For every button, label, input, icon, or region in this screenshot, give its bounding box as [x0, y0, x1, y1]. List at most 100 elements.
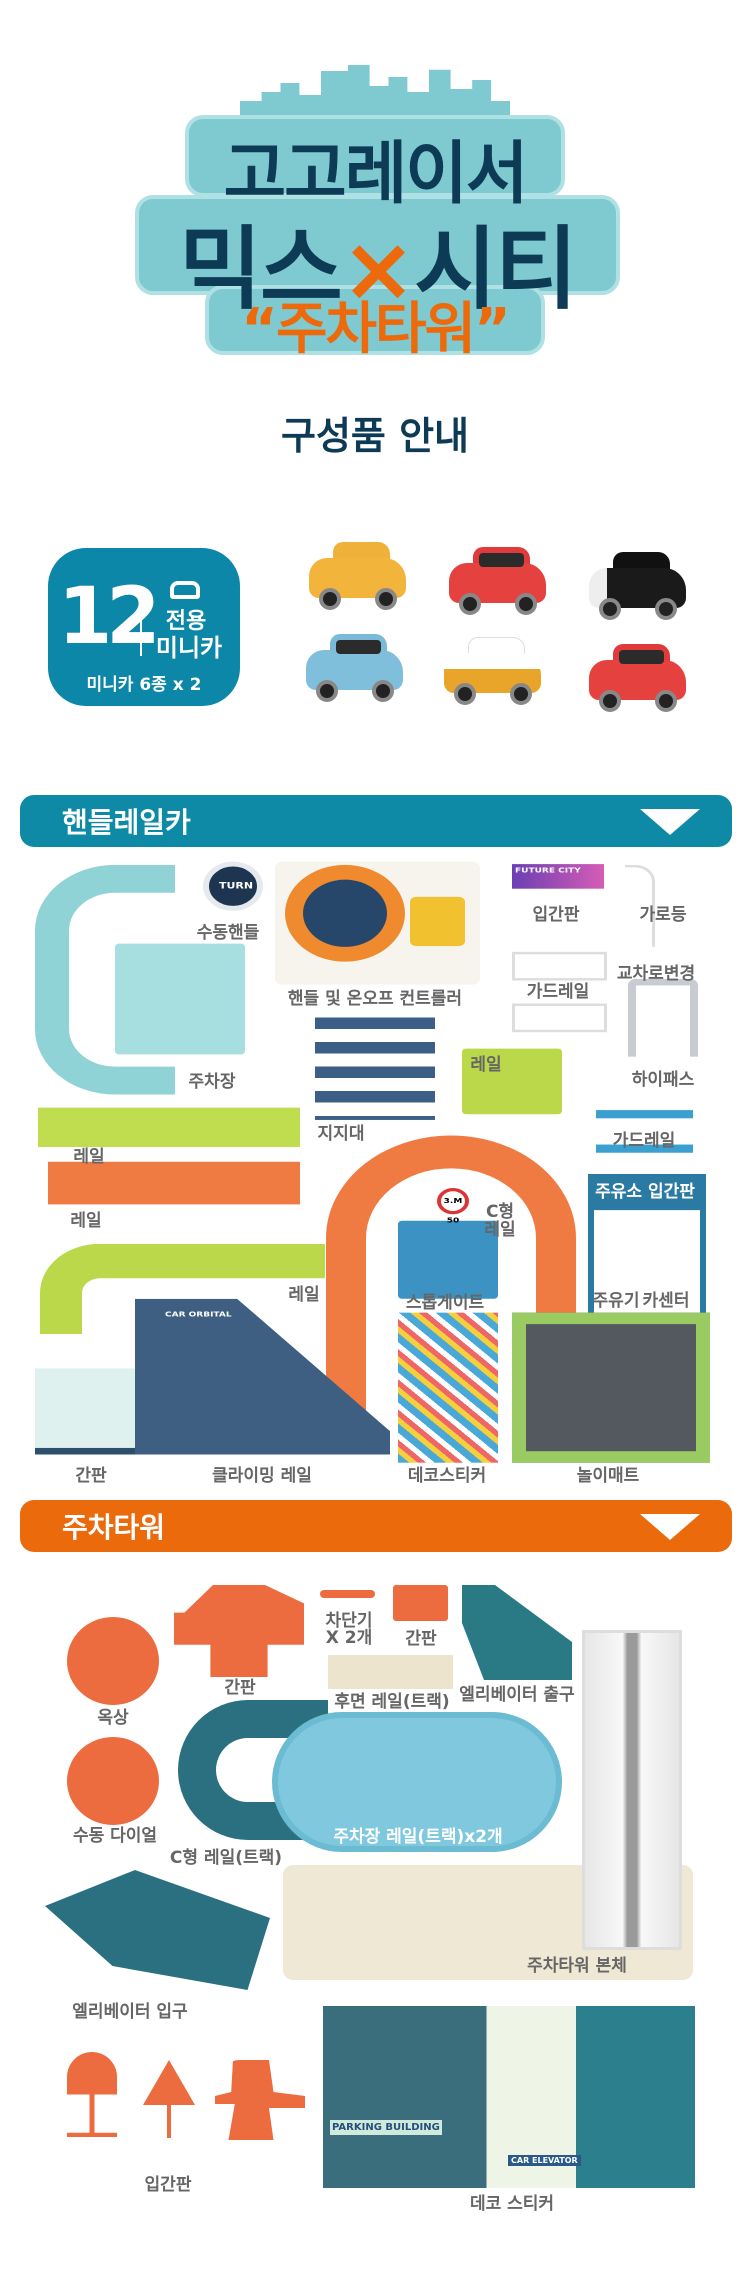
- stand-sign-triangle-art: [143, 2060, 195, 2105]
- deco-sticker-art: [398, 1312, 498, 1463]
- guardrail-white-art: [512, 951, 607, 981]
- label-guardrail-blue: 가드레일: [612, 1131, 676, 1151]
- label-manual-dial: 수동 다이얼: [72, 1826, 158, 1846]
- street-light-art: [625, 864, 655, 947]
- label-elevator-entrance: 엘리베이터 입구: [72, 2002, 188, 2022]
- chevron-down-icon[interactable]: [640, 1514, 700, 1540]
- label-car-center: 카센터: [642, 1291, 690, 1311]
- label-signboard: 간판: [75, 1466, 107, 1486]
- label-climbing-rail: 클라이밍 레일: [212, 1466, 312, 1486]
- label-c-rail-2: 레일: [484, 1220, 516, 1240]
- page-title: 구성품 안내: [280, 414, 470, 458]
- car-elevator-text: CAR ELEVATOR: [508, 2155, 581, 2166]
- stop-gate-art: [398, 1220, 498, 1299]
- manual-dial-art: [67, 1737, 159, 1825]
- label-elevator-exit: 엘리베이터 출구: [459, 1685, 575, 1705]
- parking-lot-deck: [115, 943, 245, 1055]
- support-art: [315, 1017, 435, 1120]
- rail-curve-green-art: [40, 1243, 325, 1334]
- section-header-parking-tower[interactable]: 주차타워: [20, 1500, 732, 1552]
- label-barrier-qty: X 2개: [325, 1628, 373, 1648]
- label-barrier: 차단기: [325, 1611, 373, 1631]
- signboard-art: [35, 1368, 145, 1455]
- section-header-handle-rail-car[interactable]: 핸들레일카: [20, 795, 732, 847]
- steering-wheel: [285, 864, 405, 962]
- badge-title-2: 미니카: [155, 634, 223, 662]
- logo-plate: [205, 285, 545, 355]
- label-controller: 핸들 및 온오프 컨트롤러: [287, 989, 463, 1009]
- label-intersection: 교차로변경: [616, 964, 696, 984]
- badge-divider: [140, 588, 142, 656]
- speed-text: 3.M 50: [443, 1197, 463, 1225]
- parking-rail-track-art: [272, 1712, 562, 1852]
- section1-parts-art: TURN FUTURE CITY 3.M 50 CAR ORBITAL: [0, 155, 750, 1467]
- label-small-sign: 간판: [405, 1629, 437, 1649]
- label-stop-gate: 스톱게이트: [405, 1293, 485, 1313]
- rooftop-art: [67, 1617, 159, 1705]
- label-deco-sticker: 데코스티커: [407, 1466, 487, 1486]
- big-sign-art: [174, 1585, 304, 1677]
- label-stand-sign: 입간판: [532, 905, 580, 925]
- label-c-rail-track: C형 레일(트랙): [169, 1848, 283, 1868]
- label-guardrail-white: 가드레일: [526, 982, 590, 1002]
- label-rail-long-green: 레일: [73, 1147, 105, 1167]
- guardrail-blue-art: [596, 1110, 693, 1153]
- stand-sign-circle-art: [67, 2052, 117, 2137]
- gas-station-sign-text: 주유소 입간판: [595, 1182, 695, 1202]
- section-title: 주차타워: [62, 1511, 166, 1544]
- chevron-down-icon[interactable]: [640, 809, 700, 835]
- barrier-art: [320, 1590, 375, 1598]
- label-rail-orange: 레일: [70, 1211, 102, 1231]
- car-icon: [170, 581, 200, 599]
- label-parking-lot: 주차장: [188, 1072, 236, 1092]
- label-rear-rail: 후면 레일(트랙): [334, 1692, 450, 1712]
- label-deco-sticker: 데코 스티커: [469, 2194, 555, 2214]
- label-gas-pump: 주유기: [592, 1291, 640, 1311]
- guardrail-white-art: [512, 1003, 607, 1033]
- elevator-entrance-art: [45, 1870, 270, 1990]
- logo-plate: [185, 115, 565, 197]
- label-play-mat: 놀이매트: [576, 1466, 640, 1486]
- car-orbital-text: CAR ORBITAL: [165, 1311, 232, 1320]
- stand-sign-person-art: [215, 2060, 305, 2140]
- rail-long-green-art: [38, 1107, 300, 1147]
- minicar-fire-suv: [585, 642, 690, 714]
- minicar-van: [440, 635, 545, 707]
- label-rail-small: 레일: [470, 1055, 502, 1075]
- label-c-rail-1: C형: [485, 1202, 515, 1222]
- label-manual-handle: 수동핸들: [196, 923, 260, 943]
- hipass-gate-art: [628, 978, 698, 1057]
- badge-subtitle: 미니카 6종 x 2: [86, 675, 202, 695]
- minicar-police-car: [585, 550, 690, 622]
- logo-word-city: 시티: [414, 217, 578, 322]
- minicar-dump-truck: [305, 540, 410, 612]
- turn-text: TURN: [219, 880, 254, 892]
- on-off-switch: [410, 896, 465, 947]
- rail-orange-art: [48, 1161, 300, 1205]
- minicar-mixer-truck: [445, 545, 550, 617]
- rear-rail-art: [328, 1655, 453, 1689]
- logo-line-3: “주차타워”: [241, 297, 511, 362]
- manual-handle-art: TURN: [203, 861, 263, 911]
- logo-line-1: 고고레이서: [223, 135, 529, 214]
- label-rail-curve-green: 레일: [288, 1285, 320, 1305]
- label-parking-rail-track: 주차장 레일(트랙)x2개: [333, 1827, 503, 1847]
- minicar-badge: 12 전용 미니카 미니카 6종 x 2: [48, 548, 240, 706]
- tower-column-art: [582, 1630, 682, 1950]
- label-rooftop: 옥상: [97, 1708, 129, 1728]
- label-big-sign: 간판: [224, 1678, 256, 1698]
- label-street-light: 가로등: [639, 905, 687, 925]
- play-mat-art: [512, 1312, 710, 1463]
- logo-line-2: 믹스×시티: [135, 196, 620, 326]
- logo-word-mix: 믹스: [179, 217, 343, 322]
- label-tower-body: 주차타워 본체: [527, 1956, 627, 1976]
- small-sign-art: [393, 1585, 448, 1621]
- minicar-beetle: [302, 632, 407, 704]
- section-title: 핸들레일카: [62, 806, 191, 839]
- future-city-sign: FUTURE CITY: [512, 864, 604, 889]
- minicar-count: 12: [58, 572, 161, 662]
- parking-building-text: PARKING BUILDING: [330, 2120, 442, 2135]
- logo-x: ×: [340, 217, 416, 322]
- label-hipass: 하이패스: [631, 1070, 695, 1090]
- label-support: 지지대: [317, 1124, 365, 1144]
